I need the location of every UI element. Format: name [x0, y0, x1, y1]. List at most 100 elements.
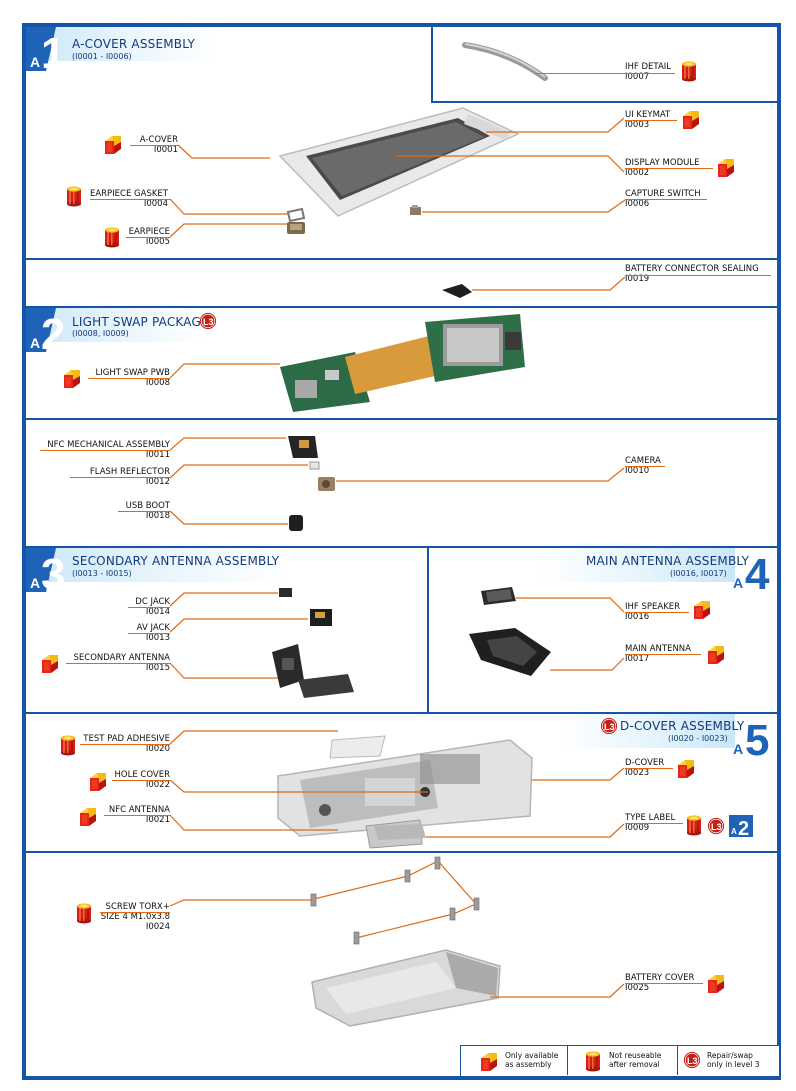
section-subtitle: (I0008, I0009): [72, 329, 129, 338]
not-reusable-icon: [583, 1050, 603, 1072]
section-split: [427, 546, 429, 712]
section-divider: [26, 851, 777, 853]
secondary-antenna-part: [272, 644, 354, 698]
svg-text:L3: L3: [711, 822, 722, 832]
a-cover-display-part: [278, 107, 520, 217]
title-bar: [560, 714, 735, 748]
assembly-only-icon: [62, 367, 82, 389]
title-bar: [540, 548, 735, 582]
not-reusable-icon: [102, 226, 122, 248]
title-bar: [26, 308, 206, 342]
assembly-only-icon: [479, 1050, 499, 1072]
capture-switch-part: [410, 205, 421, 215]
assembly-badge-5: A 5: [733, 716, 769, 758]
level3-icon: L3: [683, 1051, 701, 1069]
usb-boot-part: [289, 515, 303, 531]
assembly-only-icon: [88, 770, 108, 792]
section-divider: [26, 418, 777, 420]
battery-cover-part: [311, 949, 501, 1027]
not-reusable-icon: [684, 814, 704, 836]
assembly-badge-2: A 2: [26, 308, 65, 352]
svg-text:2: 2: [41, 310, 65, 352]
section-subtitle: (I0001 - I0006): [72, 52, 132, 61]
section-divider: [26, 546, 777, 548]
assembly-badge-1: A 1: [26, 27, 65, 71]
svg-text:A: A: [731, 827, 737, 836]
dc-jack-part: [279, 588, 292, 597]
section-subtitle: (I0013 - I0015): [72, 569, 132, 578]
svg-text:A: A: [733, 575, 743, 591]
battery-connector-sealing-part: [442, 284, 472, 298]
svg-text:L3: L3: [203, 317, 214, 327]
svg-text:A: A: [733, 741, 743, 757]
svg-text:3: 3: [41, 550, 65, 592]
assembly-badge-3: A 3: [26, 548, 65, 592]
not-reusable-icon: [64, 185, 84, 207]
svg-text:4: 4: [745, 550, 770, 592]
section-title: D-COVER ASSEMBLY: [620, 719, 745, 733]
badge-number: 1: [41, 29, 65, 71]
assembly-only-icon: [78, 805, 98, 827]
assembly-only-icon: [40, 652, 60, 674]
badge-prefix: A: [30, 54, 40, 70]
svg-text:5: 5: [745, 716, 769, 758]
svg-text:L3: L3: [687, 1056, 698, 1066]
earpiece-gasket-part: [286, 208, 306, 222]
assembly-only-icon: [706, 643, 726, 665]
type-label-part: [374, 824, 426, 840]
section-title: LIGHT SWAP PACKAGE: [72, 315, 209, 329]
light-swap-pwb-part: [280, 314, 525, 412]
section-divider: [26, 258, 777, 260]
ihf-box-border: [431, 26, 433, 102]
level3-icon: L3: [199, 312, 217, 330]
flash-reflector-part: [309, 461, 320, 470]
ihf-detail-part: [462, 42, 548, 81]
not-reusable-icon: [58, 734, 78, 756]
assembly-only-icon: [103, 133, 123, 155]
svg-text:L3: L3: [604, 722, 615, 732]
svg-text:A: A: [30, 575, 40, 591]
assembly-only-icon: [706, 972, 726, 994]
screws-part: [170, 856, 480, 945]
title-bar: [26, 27, 216, 61]
level3-icon: L3: [600, 717, 618, 735]
section-divider: [26, 712, 777, 714]
assembly-only-icon: [681, 108, 701, 130]
ihf-speaker-part: [481, 587, 516, 605]
assembly-badge-4: A 4: [733, 550, 770, 592]
section-title: MAIN ANTENNA ASSEMBLY: [586, 554, 750, 568]
ihf-box-border: [431, 101, 777, 103]
assembly-only-icon: [692, 598, 712, 620]
assembly-only-icon: [676, 757, 696, 779]
section-subtitle: (I0020 - I0023): [668, 734, 728, 743]
title-bar: [26, 548, 286, 582]
